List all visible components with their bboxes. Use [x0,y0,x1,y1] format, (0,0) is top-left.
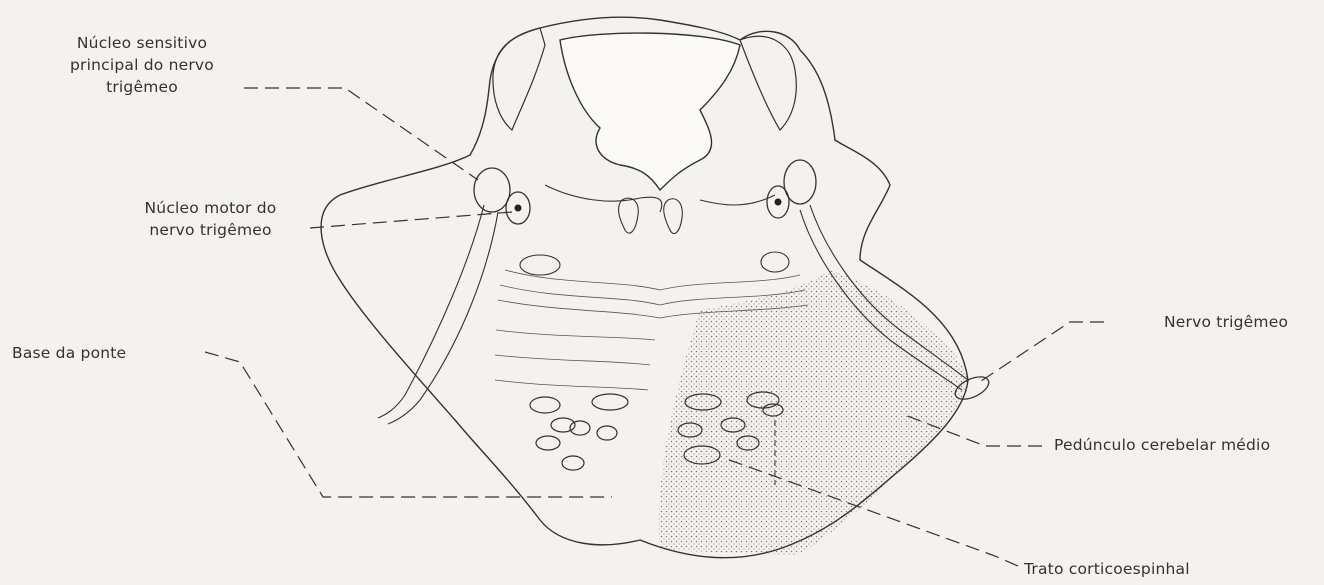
left-reticular-blob [520,255,560,275]
left-motor-dot [515,205,522,212]
label-middle-cerebellar-peduncle: Pedúnculo cerebelar médio [1054,434,1270,456]
left-superior-peduncle [493,28,545,130]
leader-motor-nucleus [310,212,512,228]
label-trigeminal-nerve: Nervo trigêmeo [1164,311,1288,333]
right-motor-dot [775,199,782,206]
left-sensory-nucleus [474,168,510,212]
label-corticospinal-tract: Trato corticoespinhal [1024,558,1190,580]
right-superior-peduncle [740,36,796,130]
right-reticular-blob [761,252,789,272]
medial-longitudinal-fasciculus [619,198,683,233]
label-pons-base: Base da ponte [12,342,126,364]
label-motor-nucleus: Núcleo motor do nervo trigêmeo [118,197,303,241]
leader-trigeminal-nerve [978,322,1104,383]
left-trigeminal-fibers [378,205,498,424]
fourth-ventricle [560,33,740,190]
leader-sensory-nucleus [244,88,478,180]
label-sensory-nucleus: Núcleo sensitivo principal do nervo trig… [42,32,242,98]
